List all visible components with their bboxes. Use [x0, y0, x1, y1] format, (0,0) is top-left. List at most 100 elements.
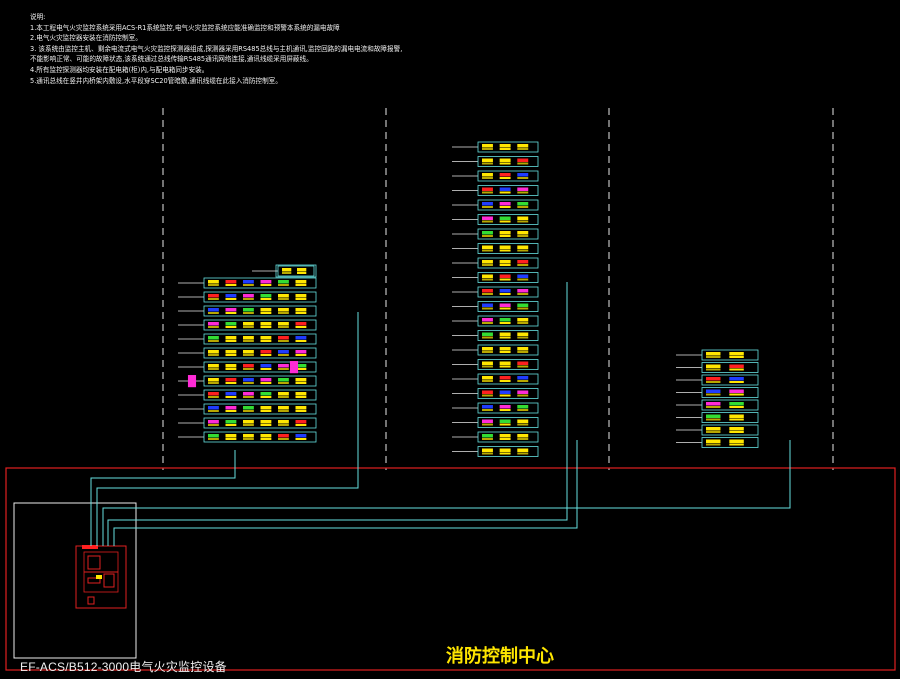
breaker-block — [208, 280, 219, 284]
monitor-device-model-label: EF-ACS/B512-3000电气火灾监控设备 — [20, 660, 227, 674]
breaker-block-lower — [517, 409, 529, 411]
breaker-block — [482, 158, 493, 162]
breaker-block-lower — [499, 278, 511, 281]
bus-route-building-b-upper — [107, 282, 568, 546]
breaker-block — [225, 336, 237, 340]
panel-box — [477, 301, 539, 312]
breaker-block-lower — [729, 431, 744, 433]
breaker-block-lower — [482, 423, 493, 426]
breaker-block — [729, 377, 744, 381]
breaker-block-lower — [208, 438, 219, 440]
breaker-block — [517, 187, 529, 191]
breaker-block — [260, 364, 272, 368]
breaker-block-lower — [499, 380, 511, 382]
breaker-block-lower — [482, 220, 493, 223]
breaker-block-lower — [482, 206, 493, 208]
breaker-block — [482, 216, 493, 220]
breaker-block — [295, 350, 307, 354]
breaker-block — [499, 187, 511, 191]
breaker-block — [499, 303, 511, 307]
breaker-block — [482, 405, 493, 409]
breaker-block — [208, 378, 219, 382]
panel-box — [477, 315, 539, 327]
breaker-block-lower — [517, 380, 529, 382]
division-lines — [162, 108, 834, 470]
breaker-block — [499, 318, 511, 322]
panel-box — [203, 319, 317, 331]
panel-box — [203, 375, 317, 387]
breaker-block — [706, 427, 721, 431]
breaker-block-lower — [208, 284, 219, 286]
breaker-block-lower — [295, 410, 307, 412]
breaker-block-lower — [499, 148, 511, 150]
breaker-block-lower — [243, 326, 254, 328]
breaker-block — [499, 448, 511, 452]
breaker-block-lower — [295, 396, 307, 398]
breaker-block — [499, 274, 511, 278]
breaker-block — [482, 419, 493, 423]
panel-box — [477, 446, 539, 457]
breaker-block — [482, 318, 493, 322]
breaker-block-lower — [208, 298, 219, 300]
breaker-block — [499, 405, 511, 409]
breaker-block — [517, 434, 529, 438]
breaker-block — [282, 268, 292, 272]
panel-box — [477, 402, 539, 414]
breaker-block — [499, 144, 511, 148]
breaker-block-lower — [499, 365, 511, 368]
note-item-6: 5.通讯总线在竖井内桥架内敷设,水平段穿SC20管暗敷,通讯线缆在此接入消防控制… — [30, 76, 282, 85]
breaker-block — [729, 414, 744, 418]
panel-box — [477, 185, 539, 196]
breaker-block — [225, 294, 237, 298]
breaker-block — [225, 350, 237, 354]
breaker-block-lower — [499, 177, 511, 179]
panel-box — [203, 347, 317, 359]
panel-box — [277, 265, 315, 277]
breaker-block-lower — [482, 162, 493, 165]
panel-box — [701, 374, 759, 386]
bus-route-building-a-low — [90, 450, 236, 546]
breaker-block — [278, 336, 289, 340]
breaker-block-lower — [729, 356, 744, 358]
breaker-block — [517, 303, 529, 307]
breaker-block — [295, 280, 307, 284]
breaker-block — [482, 448, 493, 452]
breaker-block — [499, 332, 511, 336]
breaker-block — [482, 390, 493, 394]
panel-box — [203, 417, 317, 429]
breaker-block-lower — [278, 396, 289, 398]
panel-box — [203, 431, 317, 443]
host-status-led — [96, 575, 102, 579]
breaker-block — [482, 231, 493, 235]
breaker-block — [729, 427, 744, 431]
breaker-block — [225, 322, 237, 326]
breaker-block — [260, 392, 272, 396]
breaker-block-lower — [295, 312, 307, 314]
breaker-block-lower — [225, 382, 237, 384]
breaker-block — [482, 289, 493, 293]
breaker-block-lower — [517, 278, 529, 281]
breaker-block — [208, 308, 219, 312]
breaker-block-lower — [243, 312, 254, 314]
breaker-block-lower — [208, 354, 219, 356]
monitor-cabinet-outline — [13, 502, 137, 659]
breaker-block — [243, 406, 254, 410]
breaker-block — [482, 245, 493, 249]
breaker-block-lower — [225, 340, 237, 342]
breaker-block — [729, 364, 744, 368]
breaker-block — [295, 308, 307, 312]
panel-box — [203, 389, 317, 401]
breaker-block-lower — [260, 340, 272, 342]
breaker-block-lower — [482, 191, 493, 194]
breaker-block — [706, 402, 721, 406]
panel-box — [477, 243, 539, 254]
breaker-block-lower — [295, 382, 307, 384]
breaker-block — [243, 308, 254, 312]
breaker-block-lower — [295, 326, 307, 328]
breaker-block-lower — [278, 410, 289, 412]
breaker-block-lower — [482, 380, 493, 382]
host-indicator-bar — [82, 545, 98, 549]
panel-box — [477, 388, 539, 399]
breaker-block-lower — [729, 406, 744, 408]
breaker-block — [243, 420, 254, 424]
